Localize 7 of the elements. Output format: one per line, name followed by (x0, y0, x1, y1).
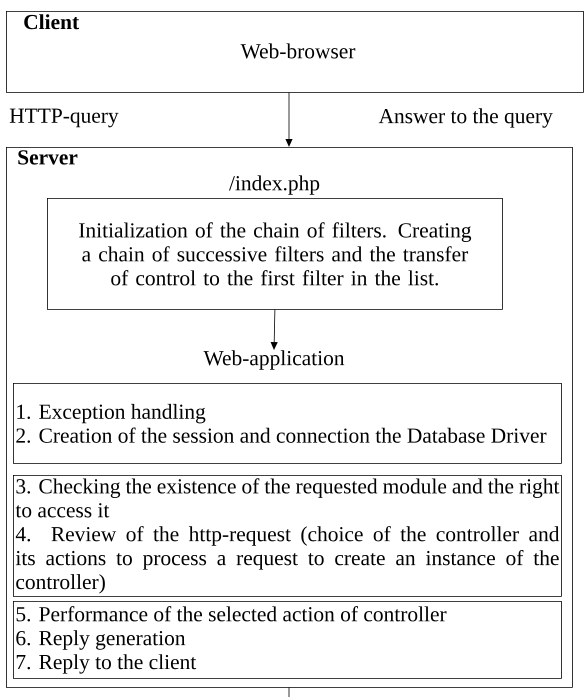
process-box: /index.php Initialization of the chain of filters. Creating a chain of successive filters and the transfer of control to the first filter in the list. (47, 175, 503, 310)
client-box: Client Web-browser (6, 11, 584, 93)
step-box: 1. Exception handling 2. Creation of the session and connection the Database Driver (13, 383, 562, 464)
node-label: /index.php (228, 175, 320, 195)
section-heading: Web-application (204, 350, 344, 370)
step-box: 5. Performance of the selected action of controller 6. Reply generation 7. Reply to the client (13, 601, 562, 679)
step-box: 3. Checking the existence of the requested module and the right to access it 4. Review of the http-request (choice of the controller and its actions to process a request to create an instance of the controller) (13, 475, 562, 597)
